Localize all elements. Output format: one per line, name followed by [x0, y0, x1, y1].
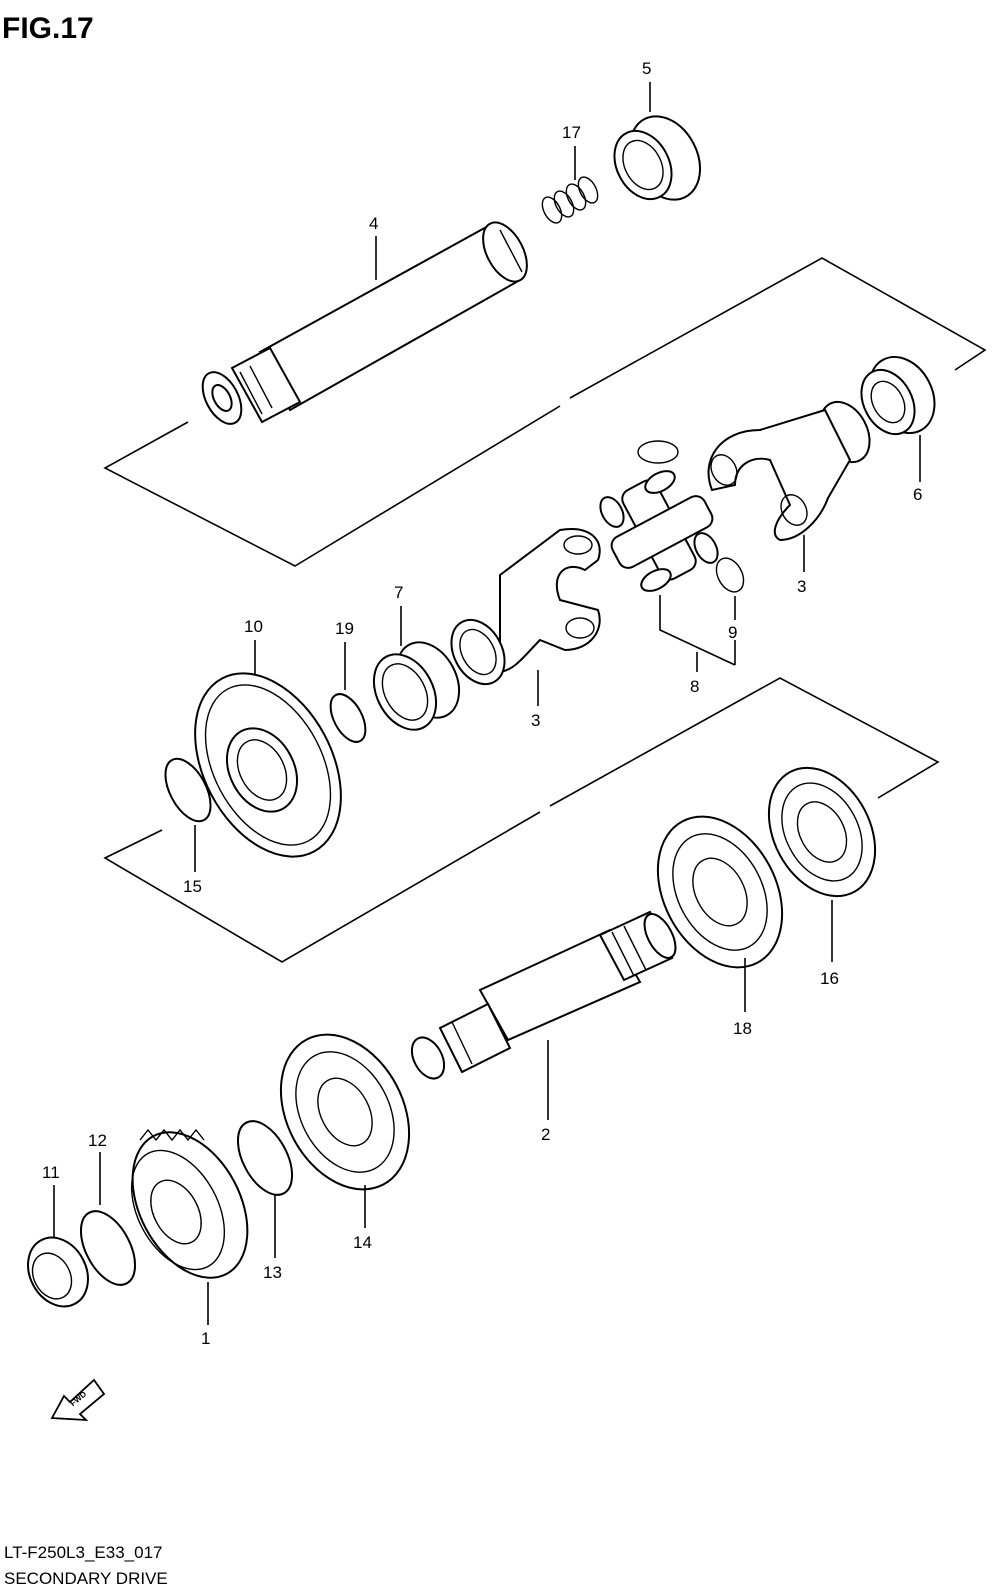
part-11-nut: [27, 1236, 89, 1308]
label-18: 18: [733, 1019, 752, 1038]
label-19: 19: [335, 619, 354, 638]
part-17-spring: [541, 176, 599, 224]
part-13-shim: [236, 1120, 294, 1196]
part-19-snap-ring: [329, 693, 367, 743]
label-10: 10: [244, 617, 263, 636]
part-14-bearing: [279, 1033, 411, 1191]
part-5-boot: [613, 115, 702, 201]
label-6: 6: [913, 485, 922, 504]
label-9: 9: [728, 623, 737, 642]
figure-title: FIG.17: [2, 12, 94, 45]
lower-frame-left: [103, 811, 541, 963]
label-3-lower: 3: [531, 711, 540, 730]
label-8: 8: [690, 677, 699, 696]
label-13: 13: [263, 1263, 282, 1282]
part-8-universal-joint: [599, 470, 719, 592]
part-10-housing: [194, 672, 342, 858]
part-1-bevel-gear: [130, 1128, 249, 1279]
label-4: 4: [369, 214, 378, 233]
upper-frame-right: [569, 257, 987, 399]
label-3-upper: 3: [797, 577, 806, 596]
part-15-o-ring: [164, 757, 212, 823]
label-1: 1: [201, 1329, 210, 1348]
label-5: 5: [642, 59, 651, 78]
upper-frame-left: [103, 405, 561, 567]
label-2: 2: [541, 1125, 550, 1144]
label-16: 16: [820, 969, 839, 988]
label-12: 12: [88, 1131, 107, 1150]
label-17: 17: [562, 123, 581, 142]
fwd-arrow-icon: FWD: [50, 1378, 106, 1422]
part-3-yoke-upper: [707, 400, 871, 542]
label-14: 14: [353, 1233, 372, 1252]
part-2-drive-shaft: [410, 910, 677, 1080]
part-7-sleeve: [372, 641, 461, 731]
part-12-washer: [79, 1210, 137, 1286]
label-11: 11: [42, 1163, 60, 1182]
part-9-circlip: [637, 440, 745, 593]
figure-code: LT-F250L3_E33_017: [4, 1543, 162, 1562]
label-15: 15: [183, 877, 202, 896]
part-18-bearing: [656, 815, 784, 969]
label-7: 7: [394, 583, 403, 602]
lower-frame-right: [549, 677, 940, 807]
leader-lines: [53, 82, 921, 1325]
figure-caption: SECONDARY DRIVE: [4, 1569, 168, 1588]
part-16-oil-seal: [767, 766, 877, 898]
part-6-seal: [860, 355, 936, 436]
part-4-shaft: [201, 221, 528, 425]
part-3-yoke-lower: [450, 528, 601, 686]
